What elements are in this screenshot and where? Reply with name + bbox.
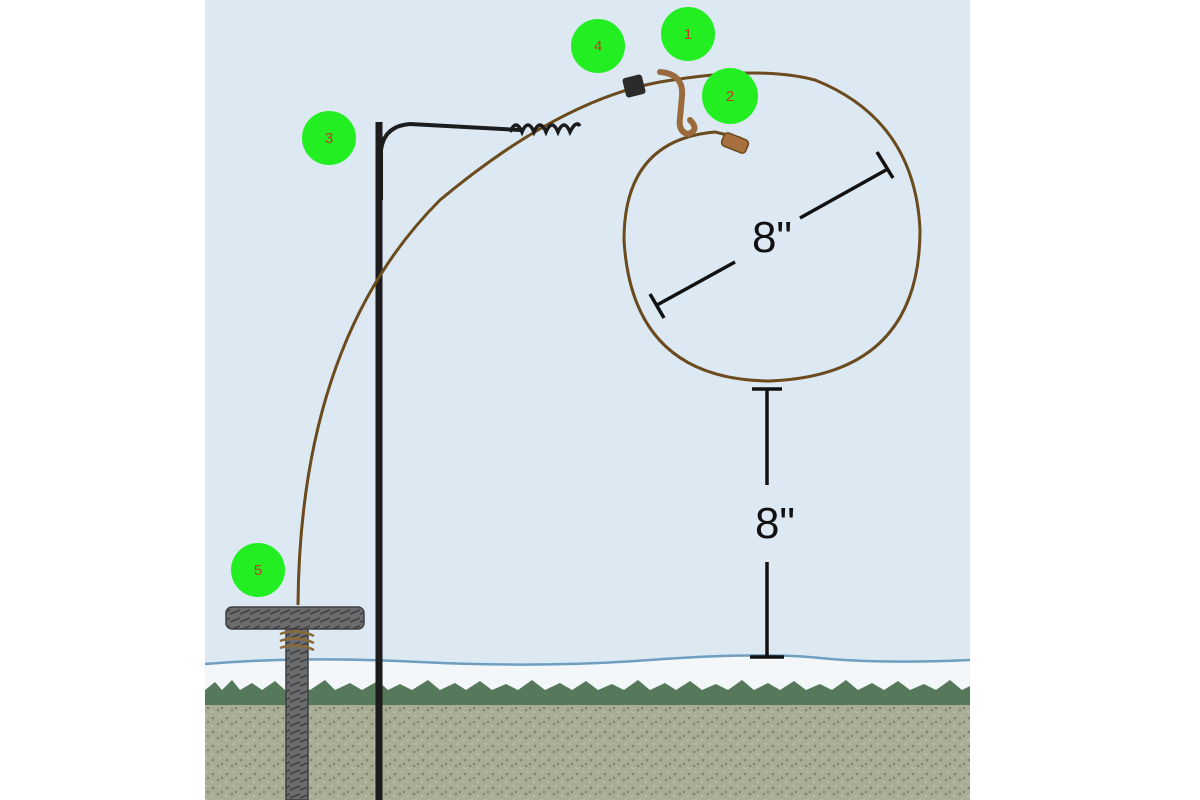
snow-surface-line [204, 654, 971, 666]
loop-diameter-dimension [648, 151, 895, 319]
height-dimension [750, 387, 784, 659]
svg-text:2: 2 [726, 88, 734, 105]
svg-text:5: 5 [254, 562, 262, 579]
svg-text:1: 1 [684, 26, 692, 43]
wire-coil [508, 122, 582, 137]
snare-loop [622, 130, 922, 383]
end-lock [720, 132, 750, 154]
svg-text:4: 4 [594, 38, 602, 55]
height-label: 8" [755, 499, 795, 548]
marker-1: 1 [661, 7, 715, 61]
grass-blades [205, 680, 970, 692]
marker-3: 3 [302, 111, 356, 165]
rebar-stake [285, 625, 309, 800]
soil-layer [205, 705, 970, 800]
grass-layer [205, 690, 970, 706]
snare-lead-wire [296, 71, 922, 606]
wire-wrap [279, 630, 315, 652]
loop-diameter-label: 8" [752, 213, 792, 262]
marker-4: 4 [571, 19, 625, 73]
support-arm [379, 121, 521, 200]
rebar-crossbar [225, 606, 365, 630]
svg-text:3: 3 [325, 130, 333, 147]
ferrule-stop [622, 74, 646, 98]
marker-5: 5 [231, 543, 285, 597]
marker-2: 2 [702, 68, 758, 124]
swivel-hook [657, 69, 698, 138]
